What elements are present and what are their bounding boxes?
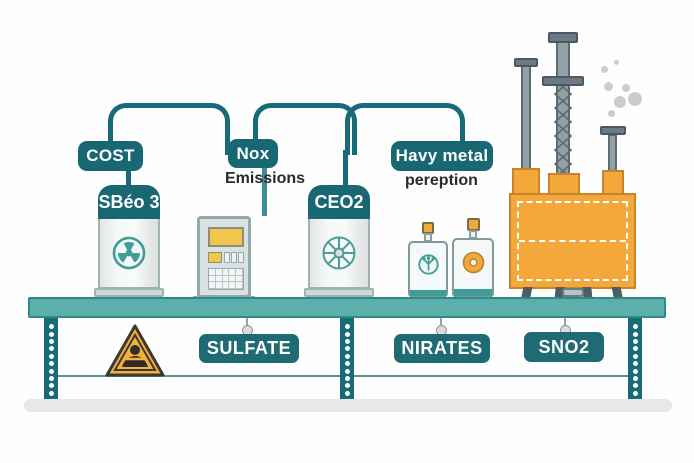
smoke-puff	[614, 60, 619, 65]
bench-crossbar-left	[58, 375, 340, 377]
bottle-right[interactable]	[452, 218, 494, 298]
label-badge-heavy-metal-text: Havy metal	[395, 146, 489, 165]
tank-ceo2-body	[308, 219, 370, 289]
bottle-right-band	[454, 289, 492, 296]
tank-sbeo3[interactable]: SBéo 3	[94, 185, 164, 297]
smoke-puff	[604, 82, 613, 91]
tank-sbeo3-body	[98, 219, 160, 289]
sign-nirates[interactable]: NIRATES	[394, 334, 490, 363]
tank-ceo2[interactable]: CEO2	[304, 185, 374, 297]
sign-nirates-text: NIRATES	[401, 338, 483, 358]
bottle-left-band	[410, 290, 446, 296]
pipe-arch-nox-to-heavy	[253, 103, 357, 155]
bench-leg-right	[628, 318, 642, 402]
label-sublabel-heavy-metal: pereption	[405, 172, 478, 189]
sign-hanger-sulfate	[246, 318, 248, 327]
smoke-puff	[628, 92, 642, 106]
turbine-fan-icon	[322, 236, 356, 270]
smokestack-center-collar	[542, 76, 584, 86]
health-hazard-icon	[105, 324, 165, 377]
tank-ceo2-label: CEO2	[314, 191, 364, 212]
molecule-tree-icon	[418, 254, 439, 275]
factory-divider-line	[519, 240, 626, 242]
label-badge-cost[interactable]: COST	[78, 141, 143, 171]
sign-hanger-nirates	[440, 318, 442, 327]
floor-baseline	[24, 399, 672, 412]
bottle-left[interactable]	[408, 222, 448, 298]
smoke-puff	[614, 96, 626, 108]
control-panel[interactable]	[197, 216, 251, 298]
label-badge-nox-text: Nox	[236, 143, 270, 163]
sign-sno2[interactable]: SNO2	[524, 332, 604, 362]
smokestack-left-hood	[514, 58, 538, 67]
smokestack-right	[608, 134, 617, 174]
bench-leg-center	[340, 318, 354, 402]
control-panel-display	[208, 227, 244, 247]
bench-leg-left	[44, 318, 58, 402]
sign-sulfate[interactable]: SULFATE	[199, 334, 299, 363]
smokestack-lattice-icon	[553, 79, 573, 179]
factory-window-outline	[517, 201, 628, 281]
label-sublabel-nox: Emissions	[225, 170, 306, 187]
tank-ceo2-foot	[304, 288, 374, 297]
pipe-stem-nox-lower	[262, 164, 267, 216]
warning-triangle	[104, 323, 166, 379]
sign-sulfate-text: SULFATE	[206, 338, 292, 358]
pipe-arch-cost-to-nox	[108, 103, 230, 155]
bench-top-surface	[28, 297, 666, 318]
smoke-puff	[601, 66, 608, 73]
label-badge-cost-text: COST	[86, 146, 135, 165]
control-panel-button[interactable]	[224, 252, 230, 263]
tank-ceo2-cap: CEO2	[308, 185, 370, 219]
control-panel-button[interactable]	[238, 252, 244, 263]
pipe-stem-ceo2	[343, 150, 348, 186]
sign-hanger-sno2	[564, 318, 566, 327]
bench-crossbar-right	[354, 375, 628, 377]
sign-sno2-text: SNO2	[538, 336, 590, 357]
smokestack-left	[521, 64, 531, 174]
label-badge-nox[interactable]: Nox	[228, 139, 278, 168]
control-panel-button[interactable]	[231, 252, 237, 263]
control-panel-indicator[interactable]	[208, 252, 222, 263]
tank-sbeo3-cap: SBéo 3	[98, 185, 160, 219]
tank-sbeo3-foot	[94, 288, 164, 297]
smoke-puff	[608, 110, 615, 117]
ring-donut-icon	[462, 251, 485, 274]
radiation-trefoil-icon	[112, 236, 146, 270]
control-panel-keypad[interactable]	[208, 268, 244, 290]
pipe-arch-heavy-to-plant	[345, 103, 465, 155]
factory-valve-icon	[562, 288, 584, 297]
smokestack-right-hood	[600, 126, 626, 135]
label-badge-heavy-metal[interactable]: Havy metal	[391, 141, 493, 171]
smoke-puff	[622, 84, 630, 92]
smokestack-center-hood	[548, 32, 578, 43]
tank-sbeo3-label: SBéo 3	[98, 191, 160, 212]
